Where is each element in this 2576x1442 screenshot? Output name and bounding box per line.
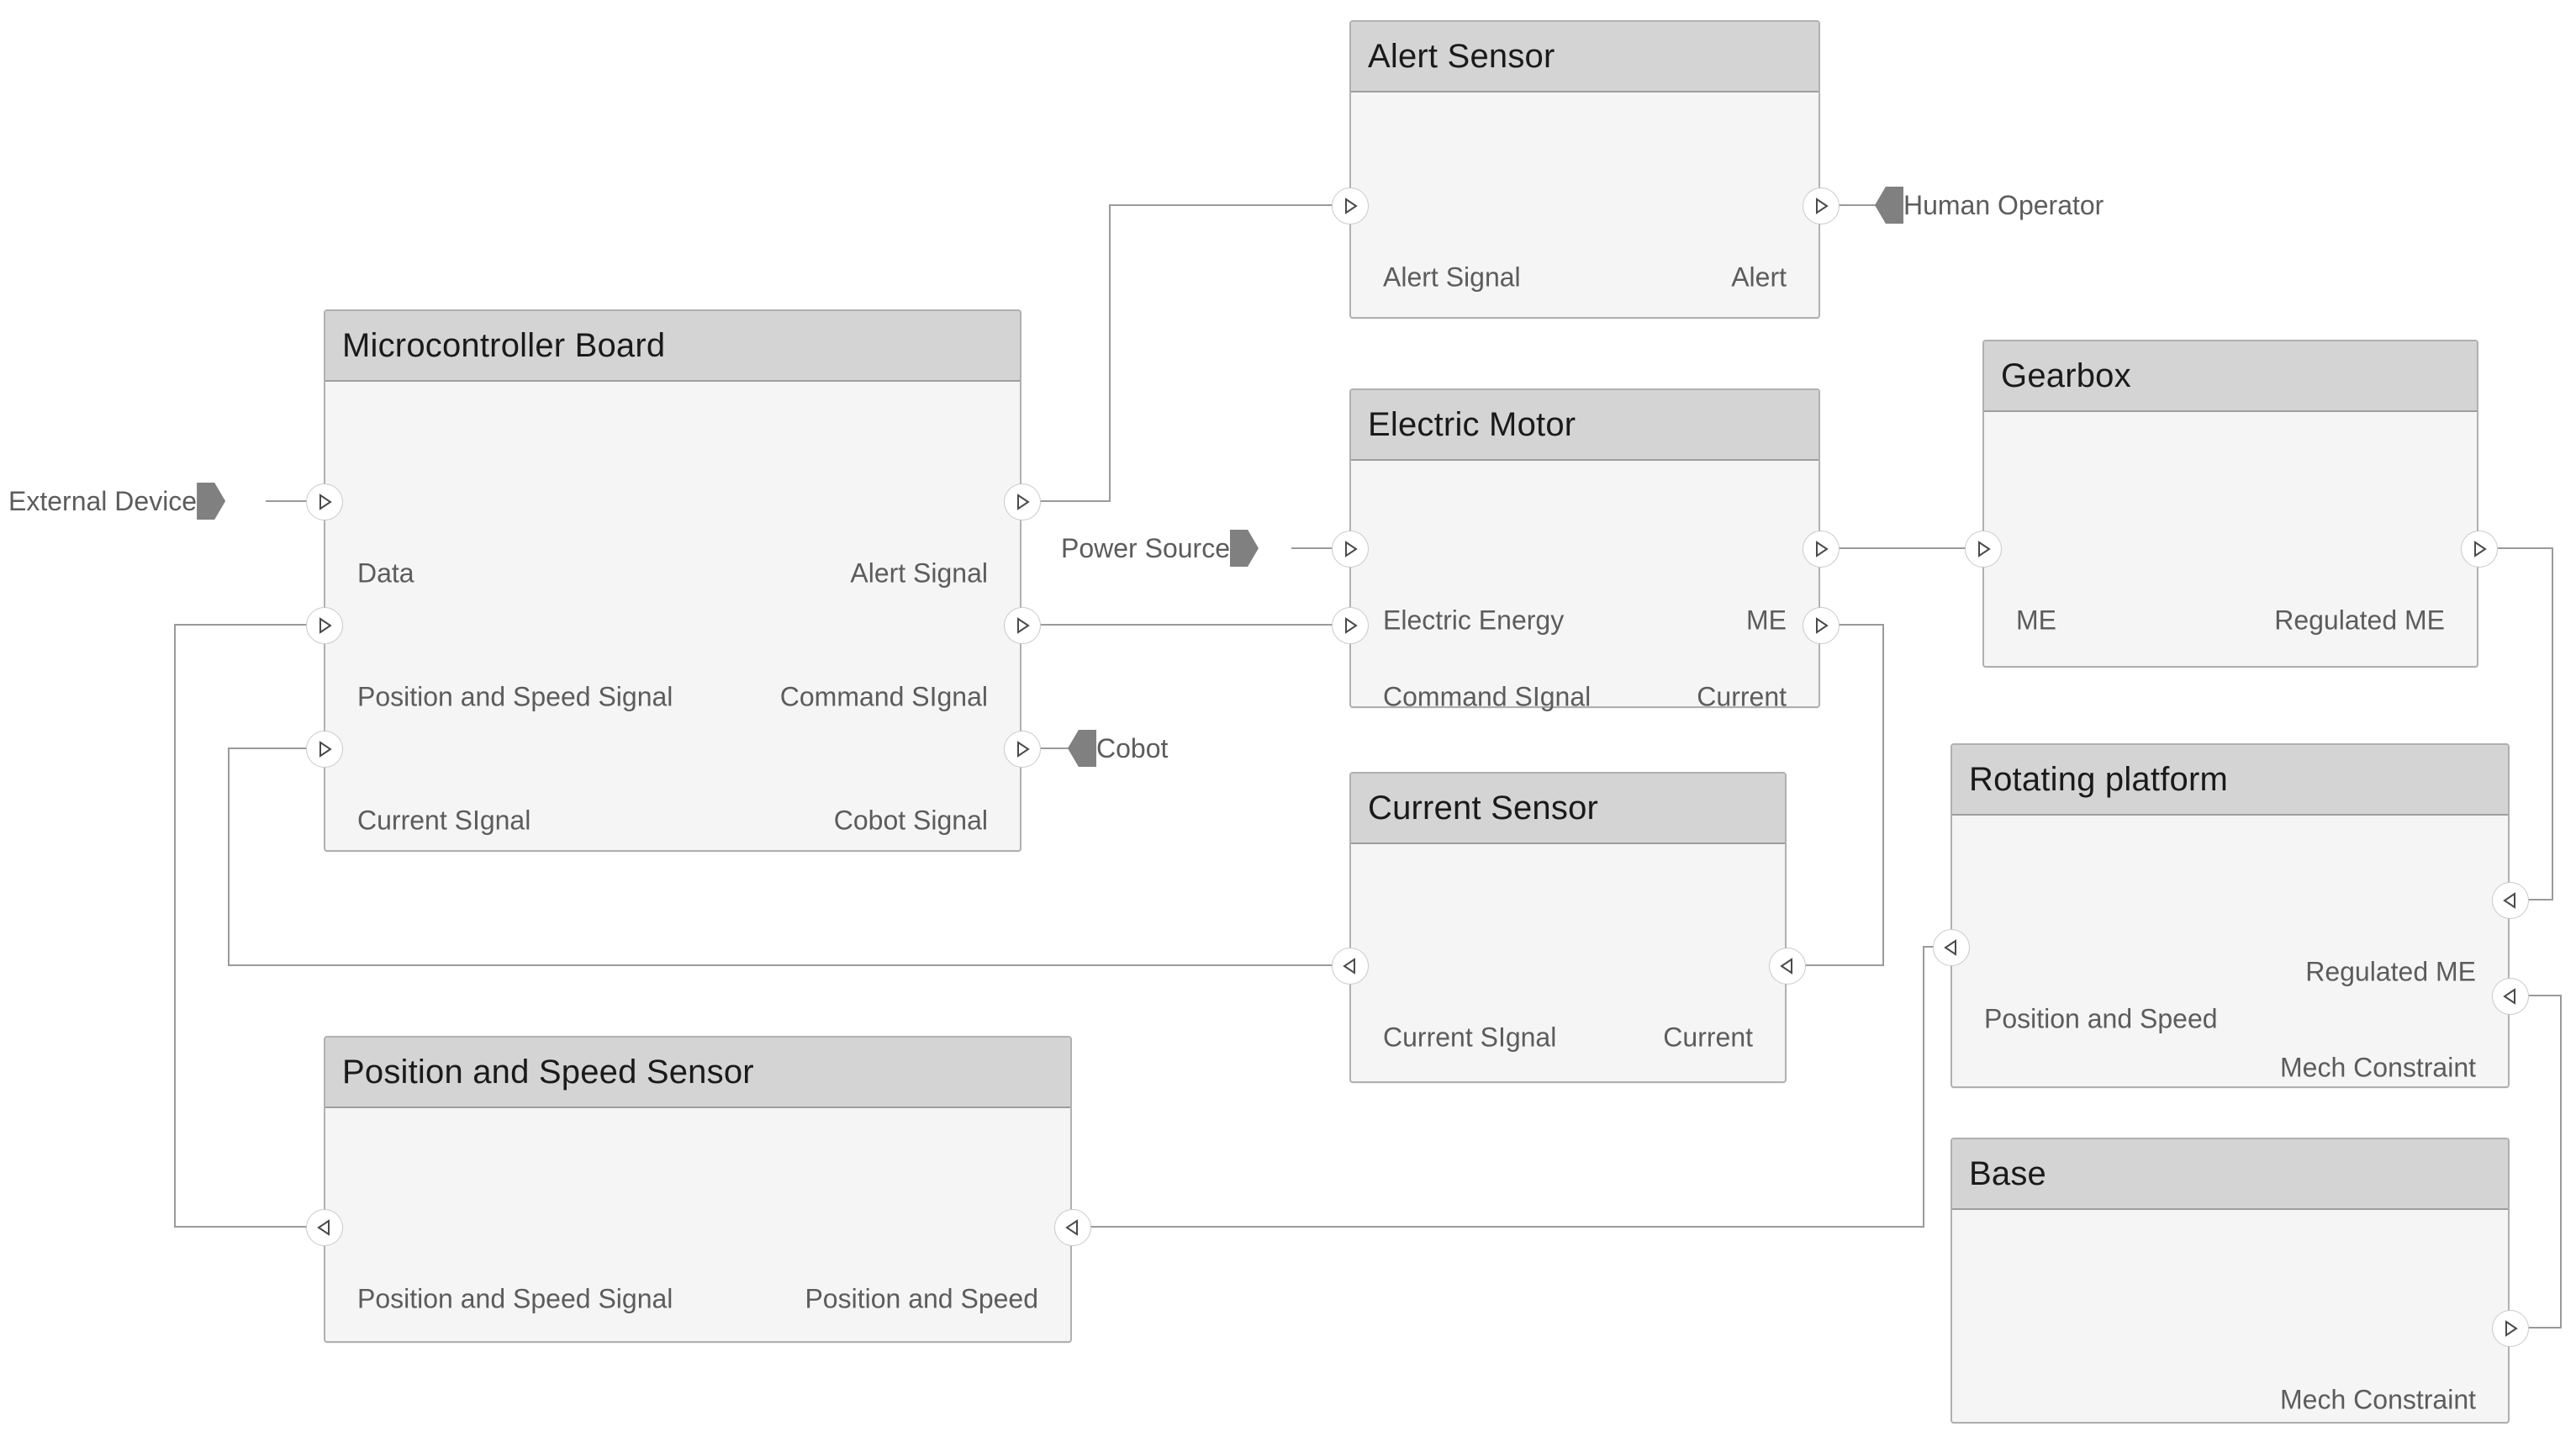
block-header: Base xyxy=(1952,1139,2508,1210)
port-label-mech-constraint: Mech Constraint xyxy=(2280,1384,2476,1415)
port-label-position-and-speed: Position and Speed xyxy=(1984,1003,2218,1034)
actor-cobot[interactable]: Cobot xyxy=(1068,730,1168,767)
block-title: Alert Sensor xyxy=(1368,37,1555,75)
port-position-and-speed-signal-out[interactable] xyxy=(306,1209,343,1246)
block-header: Current Sensor xyxy=(1351,774,1785,844)
port-label-command-signal: Command SIgnal xyxy=(1383,681,1592,712)
port-label-command-signal: Command SIgnal xyxy=(779,681,988,712)
port-command-signal-in[interactable] xyxy=(1332,607,1369,644)
port-label-current: Current xyxy=(1697,681,1787,712)
block-alert-sensor[interactable]: Alert Sensor Alert Signal Alert xyxy=(1349,20,1820,319)
port-alert-signal-out[interactable] xyxy=(1004,483,1041,520)
wire-mech-constraint xyxy=(2510,995,2562,1328)
port-label-me: ME xyxy=(2016,605,2056,636)
port-label-regulated-me: Regulated ME xyxy=(2274,605,2445,636)
block-rotating-platform[interactable]: Rotating platform Position and Speed Reg… xyxy=(1950,743,2510,1088)
port-label-position-and-speed: Position and Speed xyxy=(805,1283,1038,1314)
port-label-electric-energy: Electric Energy xyxy=(1383,605,1565,636)
port-label-cobot-signal: Cobot Signal xyxy=(833,805,988,836)
block-title: Microcontroller Board xyxy=(342,326,666,364)
wire-alert-signal xyxy=(1021,204,1349,502)
block-current-sensor[interactable]: Current Sensor Current SIgnal Current xyxy=(1349,772,1787,1083)
actor-arrow-right-icon xyxy=(1229,530,1259,567)
port-label-mech-constraint: Mech Constraint xyxy=(2280,1052,2476,1083)
actor-arrow-right-icon xyxy=(197,483,226,520)
port-current-out[interactable] xyxy=(1803,607,1840,644)
actor-label: Cobot xyxy=(1096,732,1169,763)
block-title: Rotating platform xyxy=(1969,760,2228,798)
block-title: Base xyxy=(1969,1154,2046,1192)
wire-position-and-speed-signal xyxy=(174,624,324,1228)
port-label-position-speed-signal: Position and Speed Signal xyxy=(357,681,673,712)
port-alert-out[interactable] xyxy=(1803,188,1840,224)
block-microcontroller-board[interactable]: Microcontroller Board Data Position and … xyxy=(324,309,1021,852)
port-label-regulated-me: Regulated ME xyxy=(2305,956,2476,987)
port-label-current-signal: Current SIgnal xyxy=(1383,1022,1557,1053)
port-regulated-me-in[interactable] xyxy=(2492,882,2529,919)
port-regulated-me-out[interactable] xyxy=(2461,531,2498,568)
port-label-me: ME xyxy=(1746,605,1787,636)
block-title: Position and Speed Sensor xyxy=(342,1053,754,1091)
block-header: Position and Speed Sensor xyxy=(325,1038,1070,1108)
block-title: Gearbox xyxy=(2001,357,2131,394)
port-current-signal-in[interactable] xyxy=(306,731,343,768)
port-position-and-speed-signal-in[interactable] xyxy=(306,607,343,644)
port-current-in[interactable] xyxy=(1769,948,1806,985)
actor-arrow-left-icon xyxy=(1875,187,1903,224)
block-base[interactable]: Base Mech Constraint xyxy=(1950,1138,2510,1424)
port-data-in[interactable] xyxy=(306,483,343,520)
actor-human-operator[interactable]: Human Operator xyxy=(1875,187,2104,224)
port-label-current-signal: Current SIgnal xyxy=(357,805,531,836)
block-header: Electric Motor xyxy=(1351,390,1819,461)
port-me-out[interactable] xyxy=(1803,531,1840,568)
actor-arrow-left-icon xyxy=(1068,730,1096,767)
port-alert-signal-in[interactable] xyxy=(1332,188,1369,224)
port-current-signal-out[interactable] xyxy=(1332,948,1369,985)
port-cobot-signal-out[interactable] xyxy=(1004,731,1041,768)
block-gearbox[interactable]: Gearbox ME Regulated ME xyxy=(1982,340,2478,668)
port-position-and-speed-out[interactable] xyxy=(1933,929,1970,966)
port-label-alert: Alert xyxy=(1731,261,1787,293)
port-label-data: Data xyxy=(357,557,414,589)
port-label-position-and-speed-signal: Position and Speed Signal xyxy=(357,1283,673,1314)
port-mech-constraint-out[interactable] xyxy=(2492,1310,2529,1347)
block-header: Gearbox xyxy=(1984,341,2477,412)
port-mech-constraint-in[interactable] xyxy=(2492,978,2529,1015)
port-electric-energy-in[interactable] xyxy=(1332,531,1369,568)
port-me-in[interactable] xyxy=(1965,531,2002,568)
actor-label: Human Operator xyxy=(1903,189,2104,220)
block-title: Current Sensor xyxy=(1368,789,1599,827)
actor-label: External Device xyxy=(8,485,198,516)
port-label-current: Current xyxy=(1663,1022,1753,1053)
block-header: Rotating platform xyxy=(1952,745,2508,816)
actor-power-source[interactable]: Power Source xyxy=(1061,530,1259,567)
block-title: Electric Motor xyxy=(1368,405,1576,443)
block-header: Alert Sensor xyxy=(1351,22,1819,92)
port-label-alert-signal: Alert Signal xyxy=(1383,261,1521,293)
block-position-and-speed-sensor[interactable]: Position and Speed Sensor Position and S… xyxy=(324,1036,1072,1343)
port-command-signal-out[interactable] xyxy=(1004,607,1041,644)
port-label-alert-signal: Alert Signal xyxy=(850,557,988,589)
port-position-and-speed-in[interactable] xyxy=(1054,1209,1091,1246)
actor-label: Power Source xyxy=(1061,532,1230,563)
actor-external-device[interactable]: External Device xyxy=(8,483,226,520)
block-header: Microcontroller Board xyxy=(325,311,1020,382)
block-electric-motor[interactable]: Electric Motor Electric Energy Command S… xyxy=(1349,388,1820,712)
